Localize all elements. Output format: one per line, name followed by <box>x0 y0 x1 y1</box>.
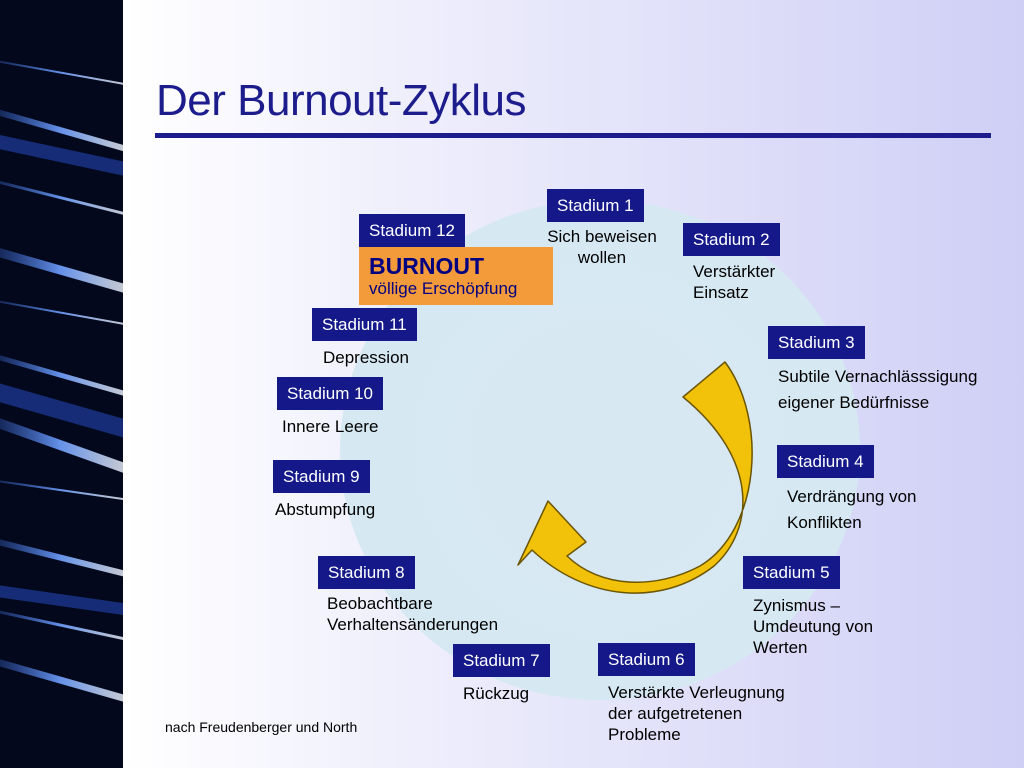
stage-7-label: Stadium 7 <box>453 644 550 677</box>
slide-title: Der Burnout-Zyklus <box>156 76 527 125</box>
stage-2-description: Verstärkter Einsatz <box>693 262 776 302</box>
stage-7-description: Rückzug <box>463 684 530 703</box>
stage-12-label: Stadium 12 <box>359 214 465 247</box>
source-note: nach Freudenberger und North <box>165 719 358 735</box>
stage-2-label: Stadium 2 <box>683 223 780 256</box>
stage-6-description: Verstärkte Verleugnung der aufgetretenen… <box>608 683 785 744</box>
burnout-subtitle: völlige Erschöpfung <box>369 279 518 298</box>
stage-1-description: Sich beweisen wollen <box>547 227 657 267</box>
stage-9-label: Stadium 9 <box>273 460 370 493</box>
stage-1-label: Stadium 1 <box>547 189 644 222</box>
stage-10-description: Innere Leere <box>282 417 379 436</box>
decorative-sidebar <box>0 0 123 768</box>
stage-5-description: Zynismus – Umdeutung von Werten <box>753 596 874 657</box>
stage-5-label: Stadium 5 <box>743 556 840 589</box>
stage-4-description: Verdrängung von Konflikten <box>787 487 917 532</box>
stage-3-label: Stadium 3 <box>768 326 865 359</box>
stage-10-label: Stadium 10 <box>277 377 383 410</box>
stage-4-label: Stadium 4 <box>777 445 874 478</box>
stage-8-description: Beobachtbare Verhaltensänderungen <box>327 594 499 634</box>
light-streaks-graphic <box>0 0 123 768</box>
stage-11-description: Depression <box>323 348 409 367</box>
burnout-title: BURNOUT <box>369 253 484 279</box>
burnout-box: BURNOUT völlige Erschöpfung <box>359 247 553 305</box>
title-underline <box>155 133 991 138</box>
stage-11-label: Stadium 11 <box>312 308 417 341</box>
stage-6-label: Stadium 6 <box>598 643 695 676</box>
stage-9-description: Abstumpfung <box>275 500 376 519</box>
stage-3-description: Subtile Vernachlässsigung eigener Bedürf… <box>778 367 978 412</box>
stage-8-label: Stadium 8 <box>318 556 415 589</box>
